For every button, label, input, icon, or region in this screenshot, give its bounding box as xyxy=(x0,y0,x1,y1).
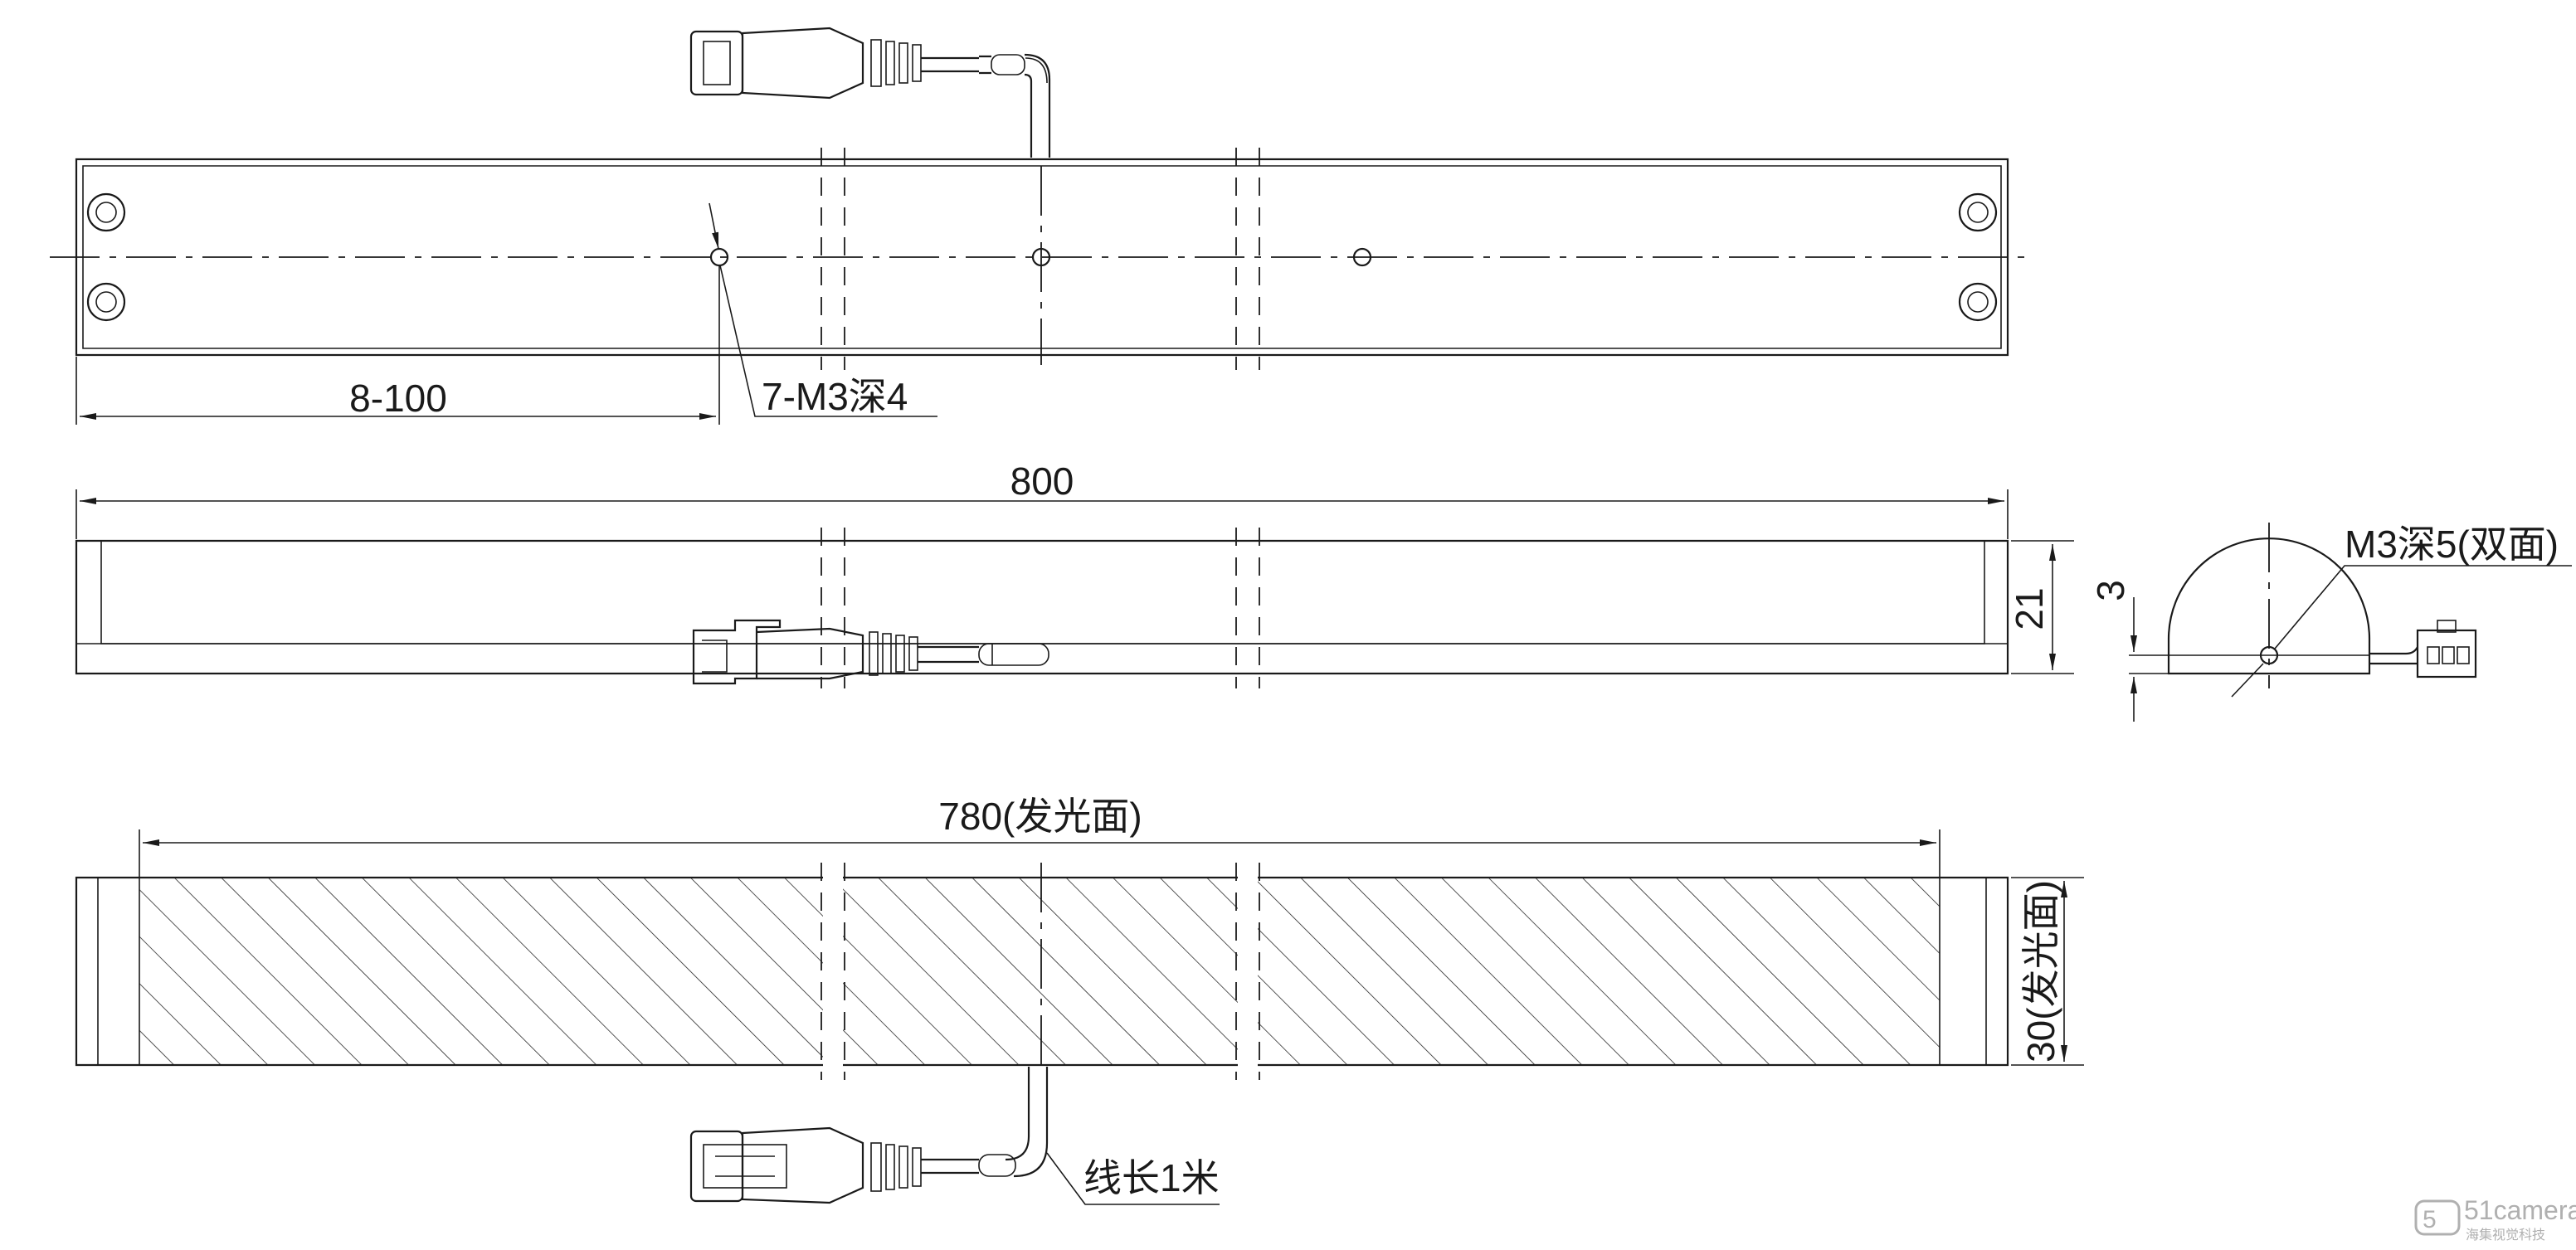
end-view: M3深5(双面) 3 xyxy=(2089,523,2572,722)
top-view: 8-100 7-M3深4 xyxy=(50,27,2033,425)
leader-hole-callout: 7-M3深4 xyxy=(709,202,937,418)
front-connector xyxy=(692,619,1049,685)
dim-hole-pitch: 8-100 xyxy=(75,265,720,425)
emitting-surface-hatch xyxy=(139,878,1940,1065)
mount-hole-tl xyxy=(86,192,126,232)
leader-cable-length: 线长1米 xyxy=(1046,1152,1220,1205)
watermark-glyph: 5 xyxy=(2423,1206,2437,1233)
mount-hole-tr xyxy=(1958,192,1998,232)
end-connector xyxy=(2416,620,2477,679)
dim-emitting-width: 30(发光面) xyxy=(2011,877,2084,1066)
dim-end-offset: 3 xyxy=(2089,580,2169,722)
cable-length-label: 线长1米 xyxy=(1083,1156,1220,1199)
mount-hole-br xyxy=(1958,282,1998,322)
dim-overall-length: 800 xyxy=(75,460,2009,539)
watermark-sub: 海集视觉科技 xyxy=(2466,1228,2545,1243)
hole-callout-label: 7-M3深4 xyxy=(762,375,908,418)
m3-hole-2 xyxy=(1031,247,1051,267)
bottom-connector xyxy=(689,1067,1049,1204)
bottom-body xyxy=(75,863,2009,1080)
height-label: 21 xyxy=(2008,587,2051,630)
end-offset-label: 3 xyxy=(2089,580,2132,601)
end-m3-hole xyxy=(2259,645,2279,665)
bottom-view: 780(发光面) xyxy=(75,795,2084,1205)
dim-height: 21 xyxy=(2008,540,2074,674)
overall-length-label: 800 xyxy=(1010,460,1074,503)
top-body xyxy=(50,148,2033,370)
emitting-length-label: 780(发光面) xyxy=(938,795,1142,838)
watermark-brand: 51camera xyxy=(2464,1195,2576,1225)
emitting-width-label: 30(发光面) xyxy=(2019,880,2062,1063)
front-view: 800 21 xyxy=(75,460,2074,688)
top-connector xyxy=(689,27,1051,158)
hole-pitch-label: 8-100 xyxy=(349,377,447,420)
end-hole-callout-label: M3深5(双面) xyxy=(2345,523,2559,566)
mount-hole-bl xyxy=(86,282,126,322)
watermark: 5 51camera 海集视觉科技 xyxy=(2414,1195,2576,1243)
m3-hole-3 xyxy=(1352,247,1372,267)
dim-emitting-length: 780(发光面) xyxy=(139,795,1941,878)
